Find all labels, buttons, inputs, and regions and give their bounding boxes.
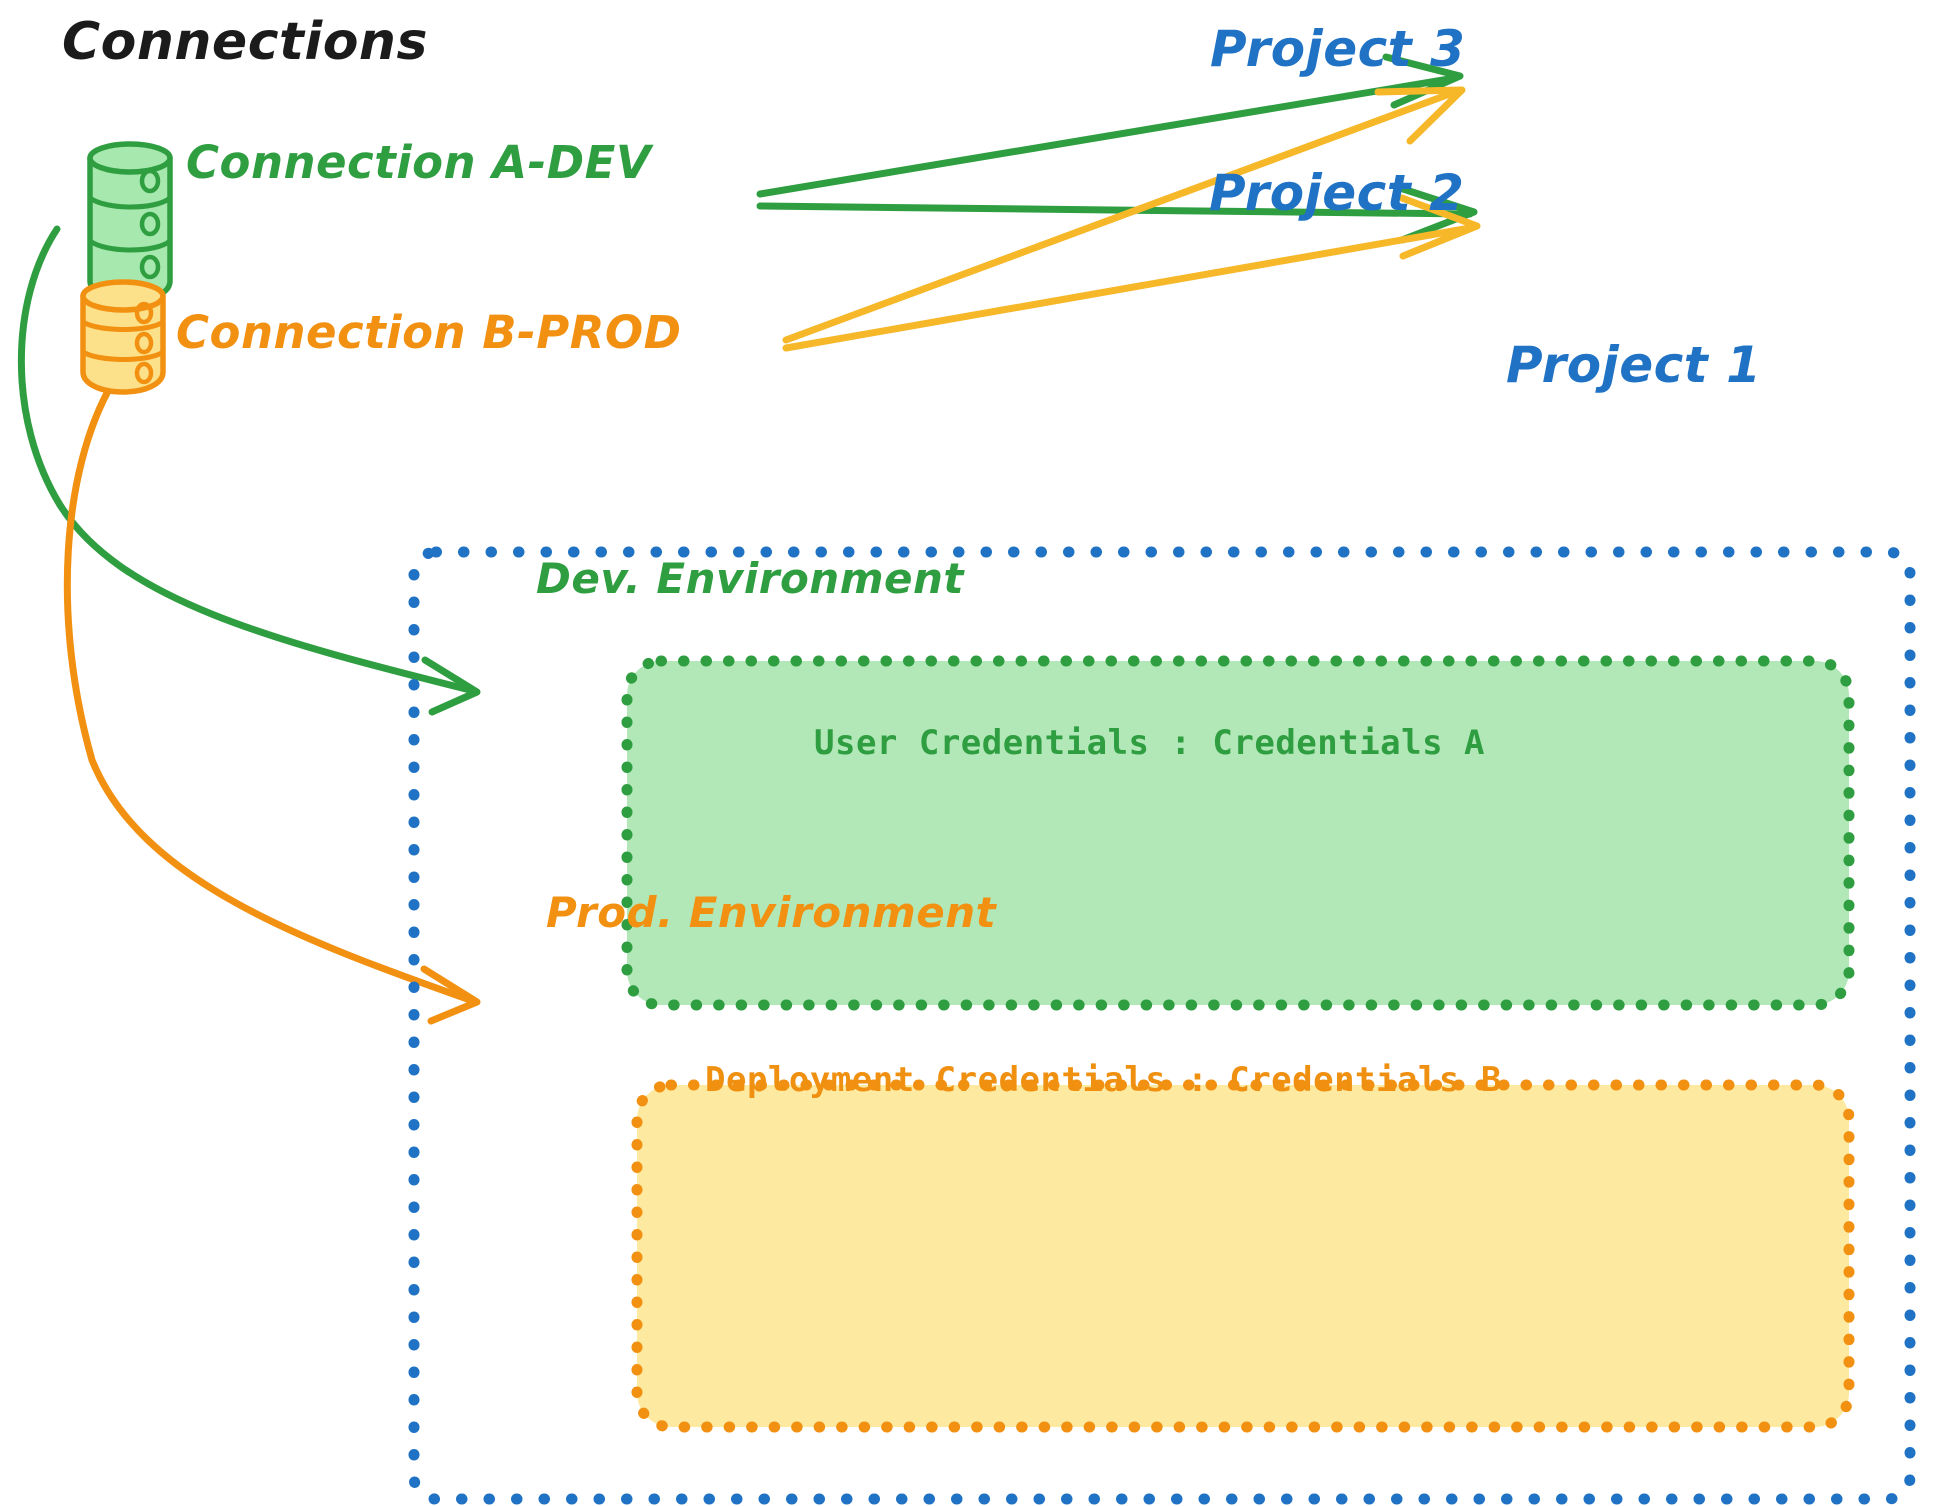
database-cylinder-icon[interactable] xyxy=(80,279,166,395)
dev-environment-box[interactable] xyxy=(621,655,1855,1011)
prod-environment-title: Prod. Environment xyxy=(546,888,997,937)
page-title: Connections xyxy=(62,12,428,72)
dev-environment-credentials: User Credentials : Credentials A xyxy=(814,723,1486,763)
prod-environment-credentials: Deployment Credentials : Credentials B xyxy=(705,1060,1502,1100)
dev-environment-title: Dev. Environment xyxy=(536,554,964,603)
prod-environment-box[interactable] xyxy=(631,1079,1855,1433)
connection-a-dev-label[interactable]: Connection A-DEV xyxy=(186,136,652,189)
edge-b-prod-to-project-3 xyxy=(782,86,1466,344)
connection-b-prod-label[interactable]: Connection B-PROD xyxy=(176,306,682,359)
edge-b-prod-to-prod-environment xyxy=(63,380,481,1025)
project-3-label[interactable]: Project 3 xyxy=(1210,20,1466,78)
edge-a-dev-to-project-2 xyxy=(756,184,1478,244)
edge-b-prod-to-project-2 xyxy=(782,194,1481,352)
edge-a-dev-to-project-3 xyxy=(756,53,1464,198)
database-cylinder-icon[interactable] xyxy=(87,141,173,304)
project-2-label[interactable]: Project 2 xyxy=(1209,164,1465,222)
project-1-label[interactable]: Project 1 xyxy=(1506,336,1762,394)
